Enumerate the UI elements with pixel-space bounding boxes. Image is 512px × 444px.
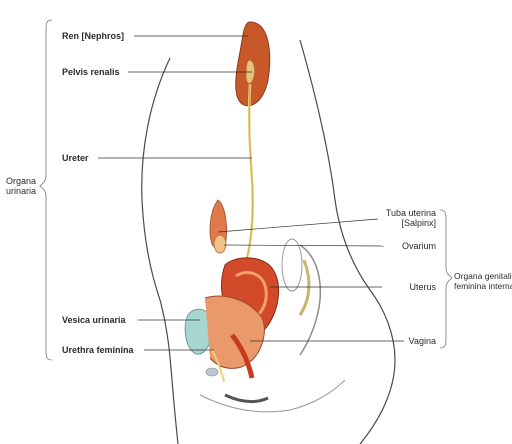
- label-ureter: Ureter: [62, 153, 89, 163]
- label-urethra-feminina: Urethra feminina: [62, 345, 134, 355]
- label-vesica-urinaria: Vesica urinaria: [62, 315, 126, 325]
- brace-right: [440, 210, 452, 348]
- label-uterus: Uterus: [330, 282, 436, 292]
- label-tuba-uterina: Tuba uterina [Salpinx]: [330, 208, 436, 228]
- label-pelvis-renalis: Pelvis renalis: [62, 67, 120, 77]
- label-ren: Ren [Nephros]: [62, 31, 124, 41]
- perineum-mark: [206, 368, 218, 376]
- pelvic-floor: [200, 380, 345, 412]
- group-left-line2: urinaria: [2, 186, 40, 196]
- body-outline: [142, 58, 178, 444]
- brace-left: [40, 20, 52, 360]
- group-right-line1: Organa genitalia: [454, 271, 512, 281]
- label-vagina: Vagina: [330, 336, 436, 346]
- group-left-line1: Organa: [2, 176, 40, 186]
- tuba-line1: Tuba uterina: [330, 208, 436, 218]
- label-ovarium: Ovarium: [330, 241, 436, 251]
- ovarium-shape: [214, 235, 226, 253]
- gluteal-shadow: [225, 395, 268, 402]
- label-group-organa-urinaria: Organa urinaria: [2, 176, 40, 196]
- tuba-line2: [Salpinx]: [330, 218, 436, 228]
- label-group-organa-genitalia: Organa genitalia feminina interna: [454, 271, 512, 291]
- group-right-line2: feminina interna: [454, 281, 512, 291]
- vertebra: [282, 239, 302, 291]
- coccyx: [300, 260, 309, 315]
